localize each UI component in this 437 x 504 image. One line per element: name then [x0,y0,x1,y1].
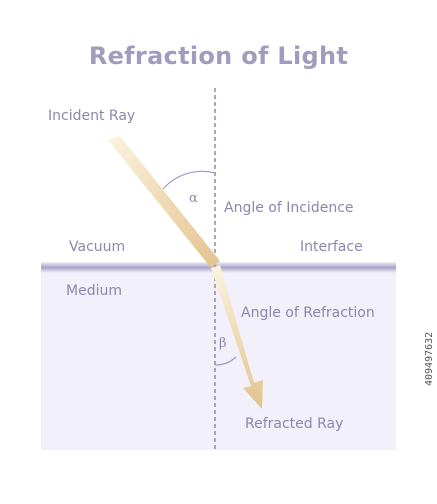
side-id-text: 409497632 [424,331,435,386]
refracted-ray-label: Refracted Ray [245,416,344,432]
angle-of-refraction-label: Angle of Refraction [241,305,375,321]
incident-ray [108,136,220,268]
interface-label: Interface [300,239,363,255]
diagram-title: Refraction of Light [88,42,349,70]
angle-of-incidence-arc [162,170,216,190]
incident-ray-label: Incident Ray [48,108,136,124]
beta-symbol: β [219,336,227,351]
medium-label: Medium [66,283,122,299]
angle-of-incidence-label: Angle of Incidence [224,200,354,216]
refracted-ray [211,265,263,409]
vacuum-label: Vacuum [69,239,126,255]
medium-region [41,270,396,450]
angle-of-refraction-arc [214,356,237,366]
alpha-symbol: α [189,191,198,206]
